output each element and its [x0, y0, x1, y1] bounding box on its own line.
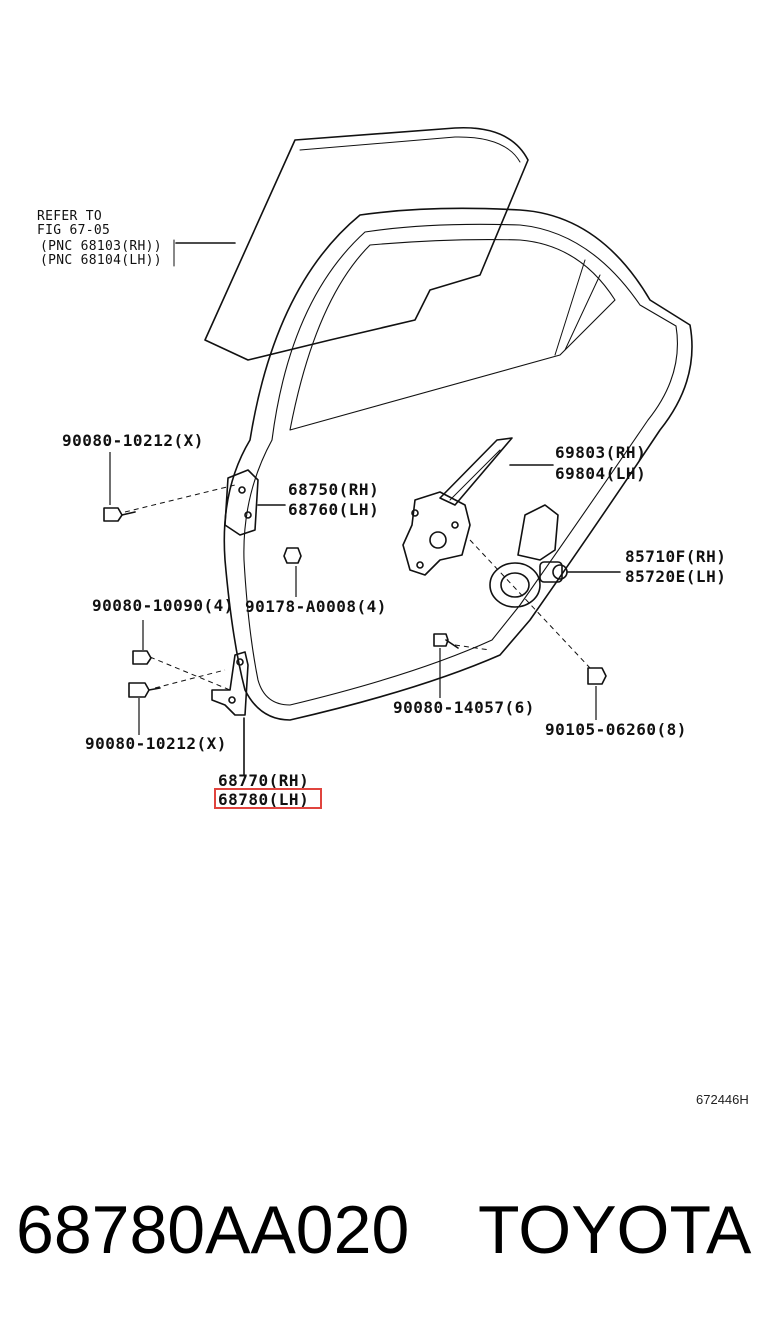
lower-hinge: [211, 651, 249, 716]
part-label-90080-10212-bottom: 90080-10212(X): [85, 734, 227, 753]
part-label-85720e: 85720E(LH): [625, 567, 727, 586]
part-label-68780: 68780(LH): [218, 790, 310, 809]
refer-note-line2: FIG 67-05: [37, 223, 111, 238]
refer-note-line1: REFER TO: [37, 209, 103, 224]
refer-note-line4: (PNC 68104(LH)): [40, 253, 162, 268]
brand-name: TOYOTA: [478, 1192, 752, 1268]
part-label-68770: 68770(RH): [218, 771, 310, 790]
part-label-85710f: 85710F(RH): [625, 547, 727, 566]
window-motor: [517, 504, 559, 561]
refer-note-line3: (PNC 68103(RH)): [40, 239, 162, 254]
part-label-90080-10212-top: 90080-10212(X): [62, 431, 204, 450]
bolt-14057: [433, 633, 459, 649]
upper-hinge: [224, 469, 259, 536]
bolt-06260: [587, 667, 607, 685]
part-number-title: 68780AA020: [16, 1192, 410, 1268]
part-label-68750: 68750(RH): [288, 480, 380, 499]
part-label-69804: 69804(LH): [555, 464, 647, 483]
bolt-upper-left: [103, 507, 136, 522]
highlighted-part-box: [214, 788, 322, 809]
part-label-90105-06260: 90105-06260(8): [545, 720, 687, 739]
door-frame-outer: [223, 207, 693, 721]
figure-reference: 672446H: [696, 1092, 749, 1107]
part-label-90080-14057: 90080-14057(6): [393, 698, 535, 717]
regulator-plate: [402, 491, 471, 576]
regulator-rail: [439, 437, 513, 506]
bolt-10212-lower: [128, 682, 161, 698]
part-label-90080-10090: 90080-10090(4): [92, 596, 234, 615]
part-label-68760: 68760(LH): [288, 500, 380, 519]
nut-90178: [283, 547, 302, 564]
door-hinge-diagram: [103, 126, 693, 776]
door-glass: [204, 126, 529, 361]
part-label-69803: 69803(RH): [555, 443, 647, 462]
part-label-90178-a0008: 90178-A0008(4): [245, 597, 387, 616]
bolt-10090-lower: [132, 650, 152, 665]
door-frame-inner: [243, 223, 679, 706]
